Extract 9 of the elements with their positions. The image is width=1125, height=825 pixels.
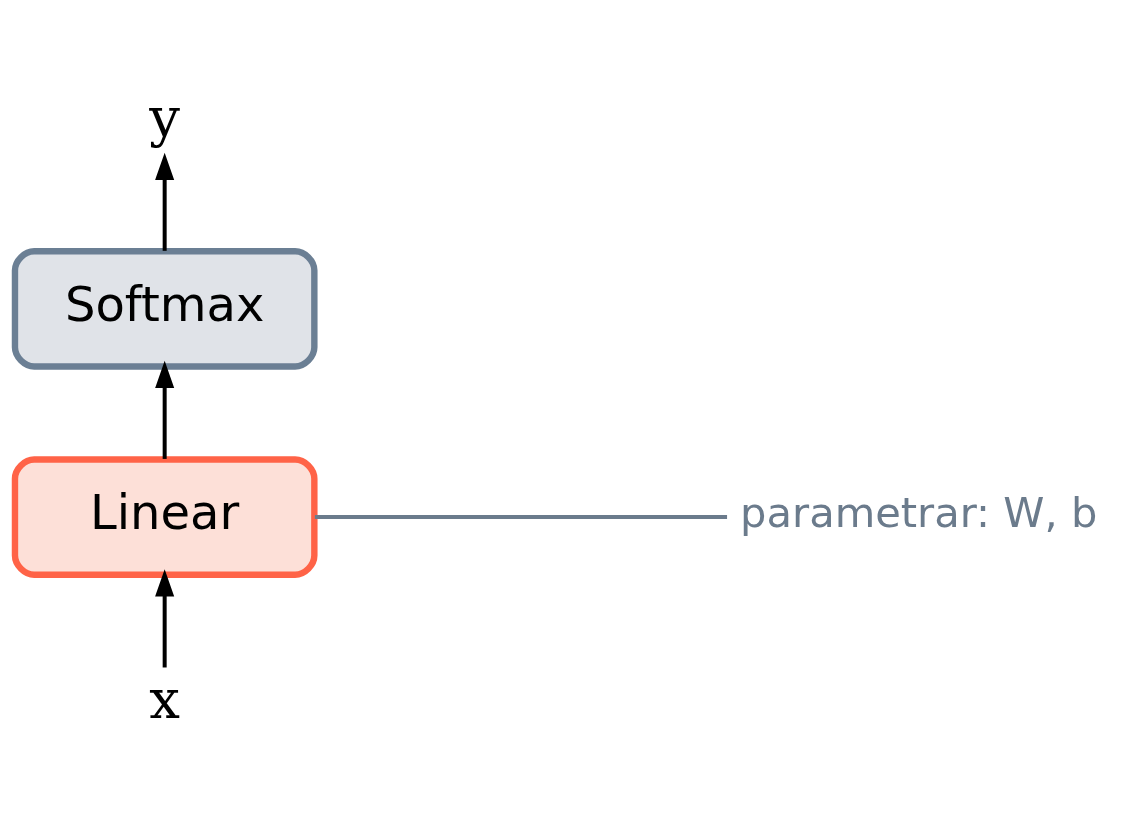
node-text: y [149,84,181,149]
node-text: x [149,666,181,730]
node-box: Softmax [11,247,318,370]
connector [314,514,728,519]
node-text: parametrar: W, b [740,487,1098,537]
arrow [155,360,175,459]
arrow [155,568,175,667]
arrow [155,152,175,251]
node-box: Linear [11,455,318,578]
